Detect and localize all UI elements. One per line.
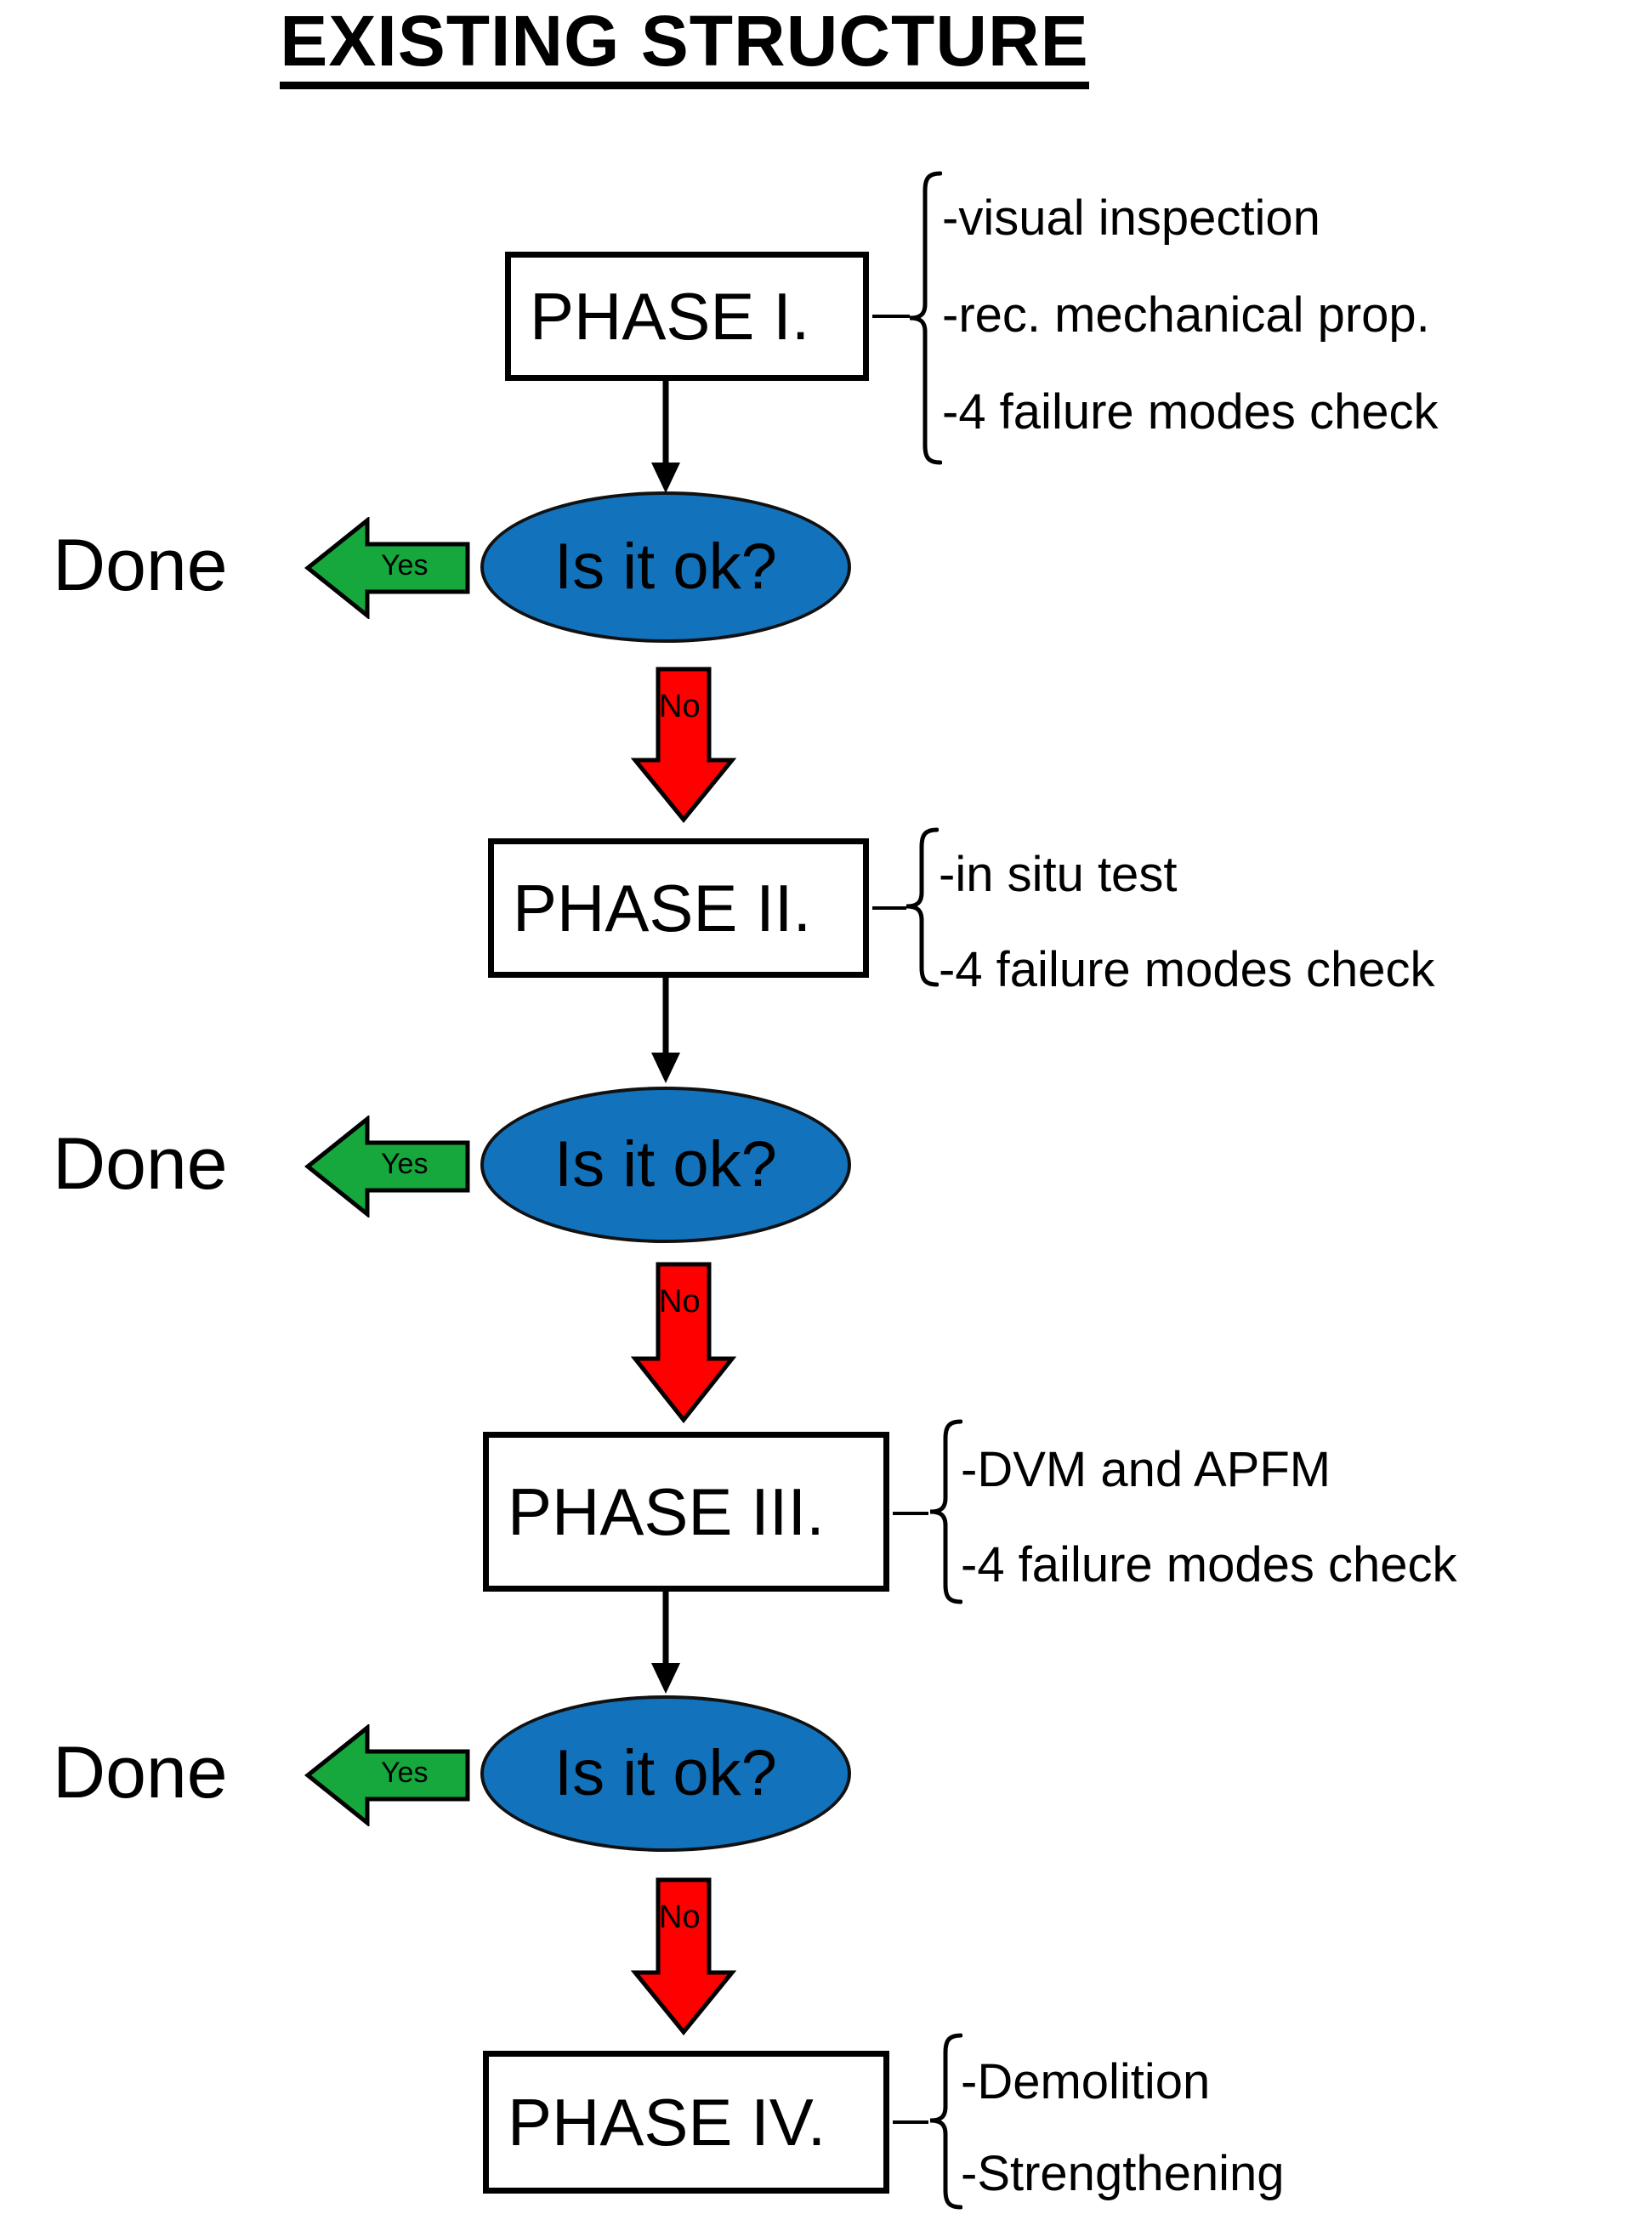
phase-4-annotation-1: -Strengthening xyxy=(961,2146,1285,2201)
phase-1-annotation-2: -4 failure modes check xyxy=(942,384,1439,440)
brace-4 xyxy=(923,2032,962,2214)
done-label-2: Done xyxy=(53,1123,228,1205)
decision-label-3: Is it ok? xyxy=(554,1737,777,1809)
phase-label-3: PHASE III. xyxy=(508,1474,825,1549)
connector-arrow-3 xyxy=(646,1592,685,1695)
no-arrow-label-3: No xyxy=(659,1899,701,1935)
decision-ellipse-3[interactable]: Is it ok? xyxy=(480,1695,851,1852)
yes-arrow-1[interactable] xyxy=(304,517,471,619)
phase-label-1: PHASE I. xyxy=(530,279,810,354)
leader-line-1 xyxy=(872,315,910,318)
decision-ellipse-2[interactable]: Is it ok? xyxy=(480,1087,851,1243)
decision-label-1: Is it ok? xyxy=(554,531,777,603)
yes-arrow-3[interactable] xyxy=(304,1724,471,1826)
done-label-1: Done xyxy=(53,525,228,606)
yes-arrow-2[interactable] xyxy=(304,1116,471,1218)
phase-1-annotation-1: -rec. mechanical prop. xyxy=(942,287,1430,343)
phase-2-annotation-0: -in situ test xyxy=(939,847,1178,902)
brace-1 xyxy=(903,170,942,466)
phase-4-annotation-0: -Demolition xyxy=(961,2054,1211,2109)
connector-arrow-2 xyxy=(646,978,685,1085)
yes-arrow-label-1: Yes xyxy=(381,549,429,582)
phase-label-2: PHASE II. xyxy=(513,871,812,945)
brace-3 xyxy=(923,1418,962,1609)
leader-line-2 xyxy=(872,906,906,910)
phase-box-2[interactable]: PHASE II. xyxy=(488,838,869,978)
brace-2 xyxy=(900,826,939,990)
phase-box-1[interactable]: PHASE I. xyxy=(505,252,869,381)
no-arrow-2[interactable] xyxy=(631,1262,736,1423)
leader-line-3 xyxy=(893,1512,928,1515)
leader-line-4 xyxy=(893,2120,928,2124)
phase-label-4: PHASE IV. xyxy=(508,2085,826,2160)
page-title: EXISTING STRUCTURE xyxy=(0,5,1369,89)
no-arrow-label-1: No xyxy=(659,689,701,724)
no-arrow-1[interactable] xyxy=(631,667,736,823)
decision-label-2: Is it ok? xyxy=(554,1128,777,1201)
yes-arrow-label-2: Yes xyxy=(381,1148,429,1180)
phase-box-3[interactable]: PHASE III. xyxy=(483,1432,889,1592)
yes-arrow-label-3: Yes xyxy=(381,1757,429,1789)
done-label-3: Done xyxy=(53,1732,228,1814)
phase-box-4[interactable]: PHASE IV. xyxy=(483,2051,889,2194)
phase-3-annotation-1: -4 failure modes check xyxy=(961,1537,1457,1592)
decision-ellipse-1[interactable]: Is it ok? xyxy=(480,491,851,643)
page-title-text: EXISTING STRUCTURE xyxy=(280,5,1089,89)
no-arrow-3[interactable] xyxy=(631,1877,736,2035)
connector-arrow-1 xyxy=(646,381,685,495)
phase-1-annotation-0: -visual inspection xyxy=(942,190,1320,246)
no-arrow-label-2: No xyxy=(659,1284,701,1320)
phase-3-annotation-0: -DVM and APFM xyxy=(961,1442,1331,1497)
phase-2-annotation-1: -4 failure modes check xyxy=(939,942,1435,997)
